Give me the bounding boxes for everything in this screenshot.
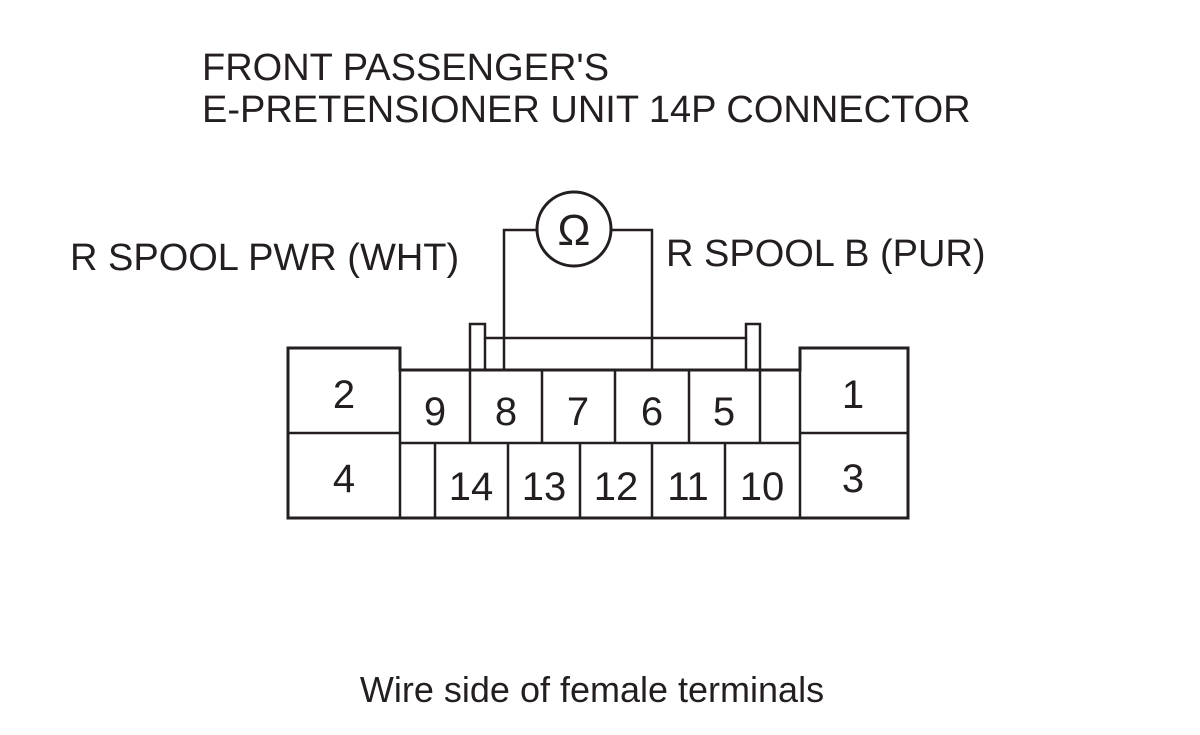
left-test-lead [502, 228, 537, 370]
pin-13-label: 13 [522, 465, 567, 509]
pin-8-label: 8 [495, 390, 517, 434]
pin-5-label: 5 [713, 390, 735, 434]
connector-lock-tab [468, 322, 762, 370]
title-line-2: E-PRETENSIONER UNIT 14P CONNECTOR [202, 89, 971, 131]
connector-body [286, 346, 910, 520]
pin-12-label: 12 [594, 465, 639, 509]
pin-9-label: 9 [424, 390, 446, 434]
pin-7-label: 7 [567, 390, 589, 434]
pin-6-label: 6 [641, 390, 663, 434]
pin-14-label: 14 [449, 465, 494, 509]
right-test-lead [611, 228, 654, 370]
view-caption: Wire side of female terminals [360, 669, 824, 710]
ohm-symbol: Ω [558, 206, 591, 255]
ohmmeter-icon: Ω [535, 190, 613, 268]
pin-1-label: 1 [842, 373, 864, 417]
right-wire-label: R SPOOL B (PUR) [666, 233, 986, 275]
pin-2-label: 2 [333, 373, 355, 417]
ohmmeter-circle [535, 190, 613, 268]
pin-11-label: 11 [667, 465, 709, 509]
pin-3-label: 3 [842, 457, 864, 501]
left-wire-label: R SPOOL PWR (WHT) [70, 237, 459, 279]
pin-10-label: 10 [740, 465, 785, 509]
pin-4-label: 4 [333, 457, 355, 501]
title-line-1: FRONT PASSENGER'S [202, 47, 609, 89]
